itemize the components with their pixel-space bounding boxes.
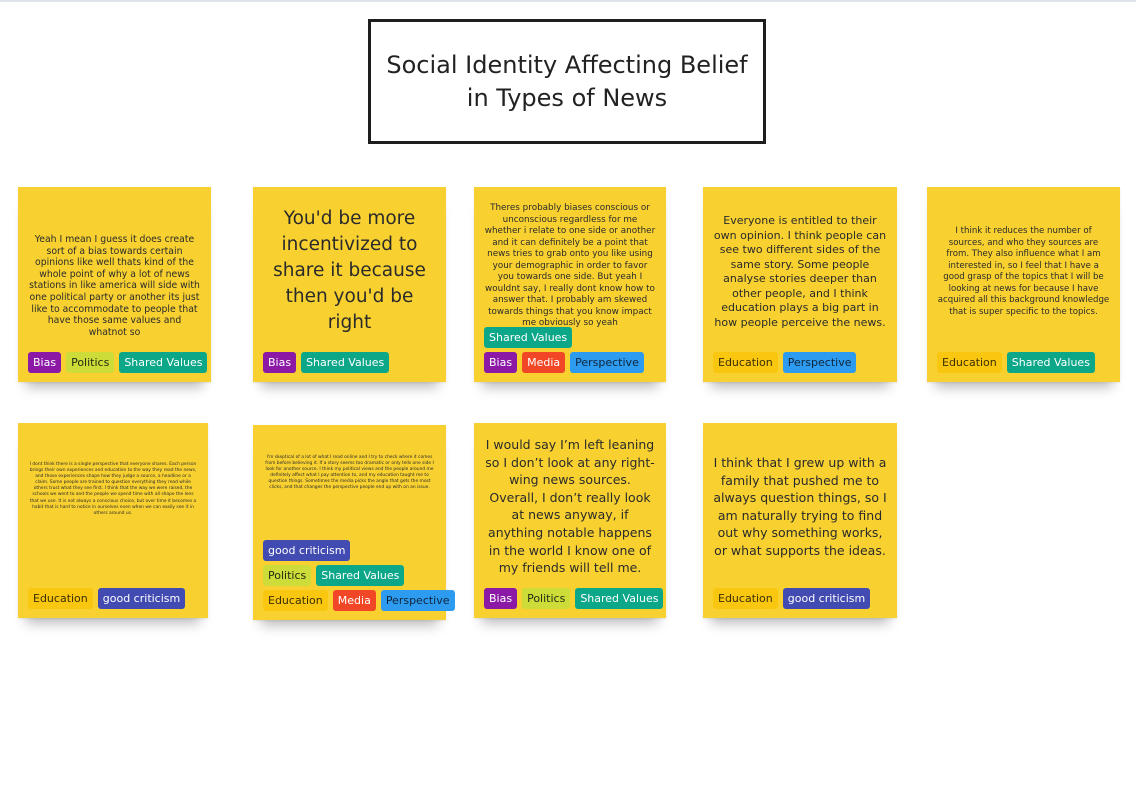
sticky-note-text: You'd be more incentivized to share it b…	[273, 208, 426, 333]
sticky-note-8[interactable]: I would say I’m left leaning so I don’t …	[474, 423, 666, 618]
tag-media[interactable]: Media	[522, 352, 566, 373]
tag-media[interactable]: Media	[332, 590, 376, 611]
sticky-note-text: I dont think there is a single perspecti…	[29, 462, 197, 516]
tag-good-criticism[interactable]: good criticism	[782, 588, 871, 609]
top-border	[0, 0, 1136, 2]
tag-politics[interactable]: Politics	[66, 352, 115, 373]
tag-politics[interactable]: Politics	[522, 588, 571, 609]
board-title-frame[interactable]: Social Identity Affecting Belief in Type…	[368, 19, 766, 144]
sticky-note-text: I think it reduces the number of sources…	[937, 226, 1110, 317]
tag-good-criticism[interactable]: good criticism	[263, 540, 351, 561]
tag-shared-values[interactable]: Shared Values	[301, 352, 390, 373]
tag-education[interactable]: Education	[937, 352, 1002, 373]
sticky-note-7[interactable]: I'm skeptical of a lot of what I read on…	[253, 425, 455, 620]
tag-bias[interactable]: Bias	[484, 352, 518, 373]
sticky-note-text: Theres probably biases conscious or unco…	[484, 203, 656, 328]
sticky-note-9[interactable]: I think that I grew up with a family tha…	[703, 423, 897, 618]
tag-bias[interactable]: Bias	[484, 588, 518, 609]
sticky-note-2[interactable]: You'd be more incentivized to share it b…	[253, 187, 446, 382]
tag-shared-values[interactable]: Shared Values	[316, 565, 405, 586]
tag-perspective[interactable]: Perspective	[380, 590, 455, 611]
sticky-note-text: Everyone is entitled to their own opinio…	[713, 214, 887, 329]
tag-row: Shared Values	[484, 327, 662, 348]
sticky-note-5[interactable]: I think it reduces the number of sources…	[927, 187, 1120, 382]
tag-shared-values[interactable]: Shared Values	[1006, 352, 1095, 373]
board-title: Social Identity Affecting Belief in Type…	[386, 50, 748, 112]
tag-education[interactable]: Education	[263, 590, 328, 611]
sticky-note-4[interactable]: Everyone is entitled to their own opinio…	[703, 187, 897, 382]
tag-row: good criticism	[263, 540, 442, 561]
tag-education[interactable]: Education	[713, 352, 778, 373]
tag-bias[interactable]: Bias	[28, 352, 62, 373]
sticky-note-text: Yeah I mean I guess it does create sort …	[29, 234, 200, 338]
tag-perspective[interactable]: Perspective	[782, 352, 857, 373]
tag-shared-values[interactable]: Shared Values	[119, 352, 208, 373]
tag-perspective[interactable]: Perspective	[570, 352, 644, 373]
tag-good-criticism[interactable]: good criticism	[97, 588, 186, 609]
tag-bias[interactable]: Bias	[263, 352, 297, 373]
tag-shared-values[interactable]: Shared Values	[484, 327, 573, 348]
tag-education[interactable]: Education	[28, 588, 93, 609]
sticky-note-1[interactable]: Yeah I mean I guess it does create sort …	[18, 187, 211, 382]
sticky-note-text: I'm skeptical of a lot of what I read on…	[265, 455, 434, 491]
tag-shared-values[interactable]: Shared Values	[575, 588, 664, 609]
sticky-note-6[interactable]: I dont think there is a single perspecti…	[18, 423, 208, 618]
tag-politics[interactable]: Politics	[263, 565, 312, 586]
sticky-note-text: I think that I grew up with a family tha…	[713, 455, 887, 558]
sticky-note-text: I would say I’m left leaning so I don’t …	[485, 437, 655, 576]
tag-education[interactable]: Education	[713, 588, 778, 609]
sticky-note-3[interactable]: Theres probably biases conscious or unco…	[474, 187, 666, 382]
